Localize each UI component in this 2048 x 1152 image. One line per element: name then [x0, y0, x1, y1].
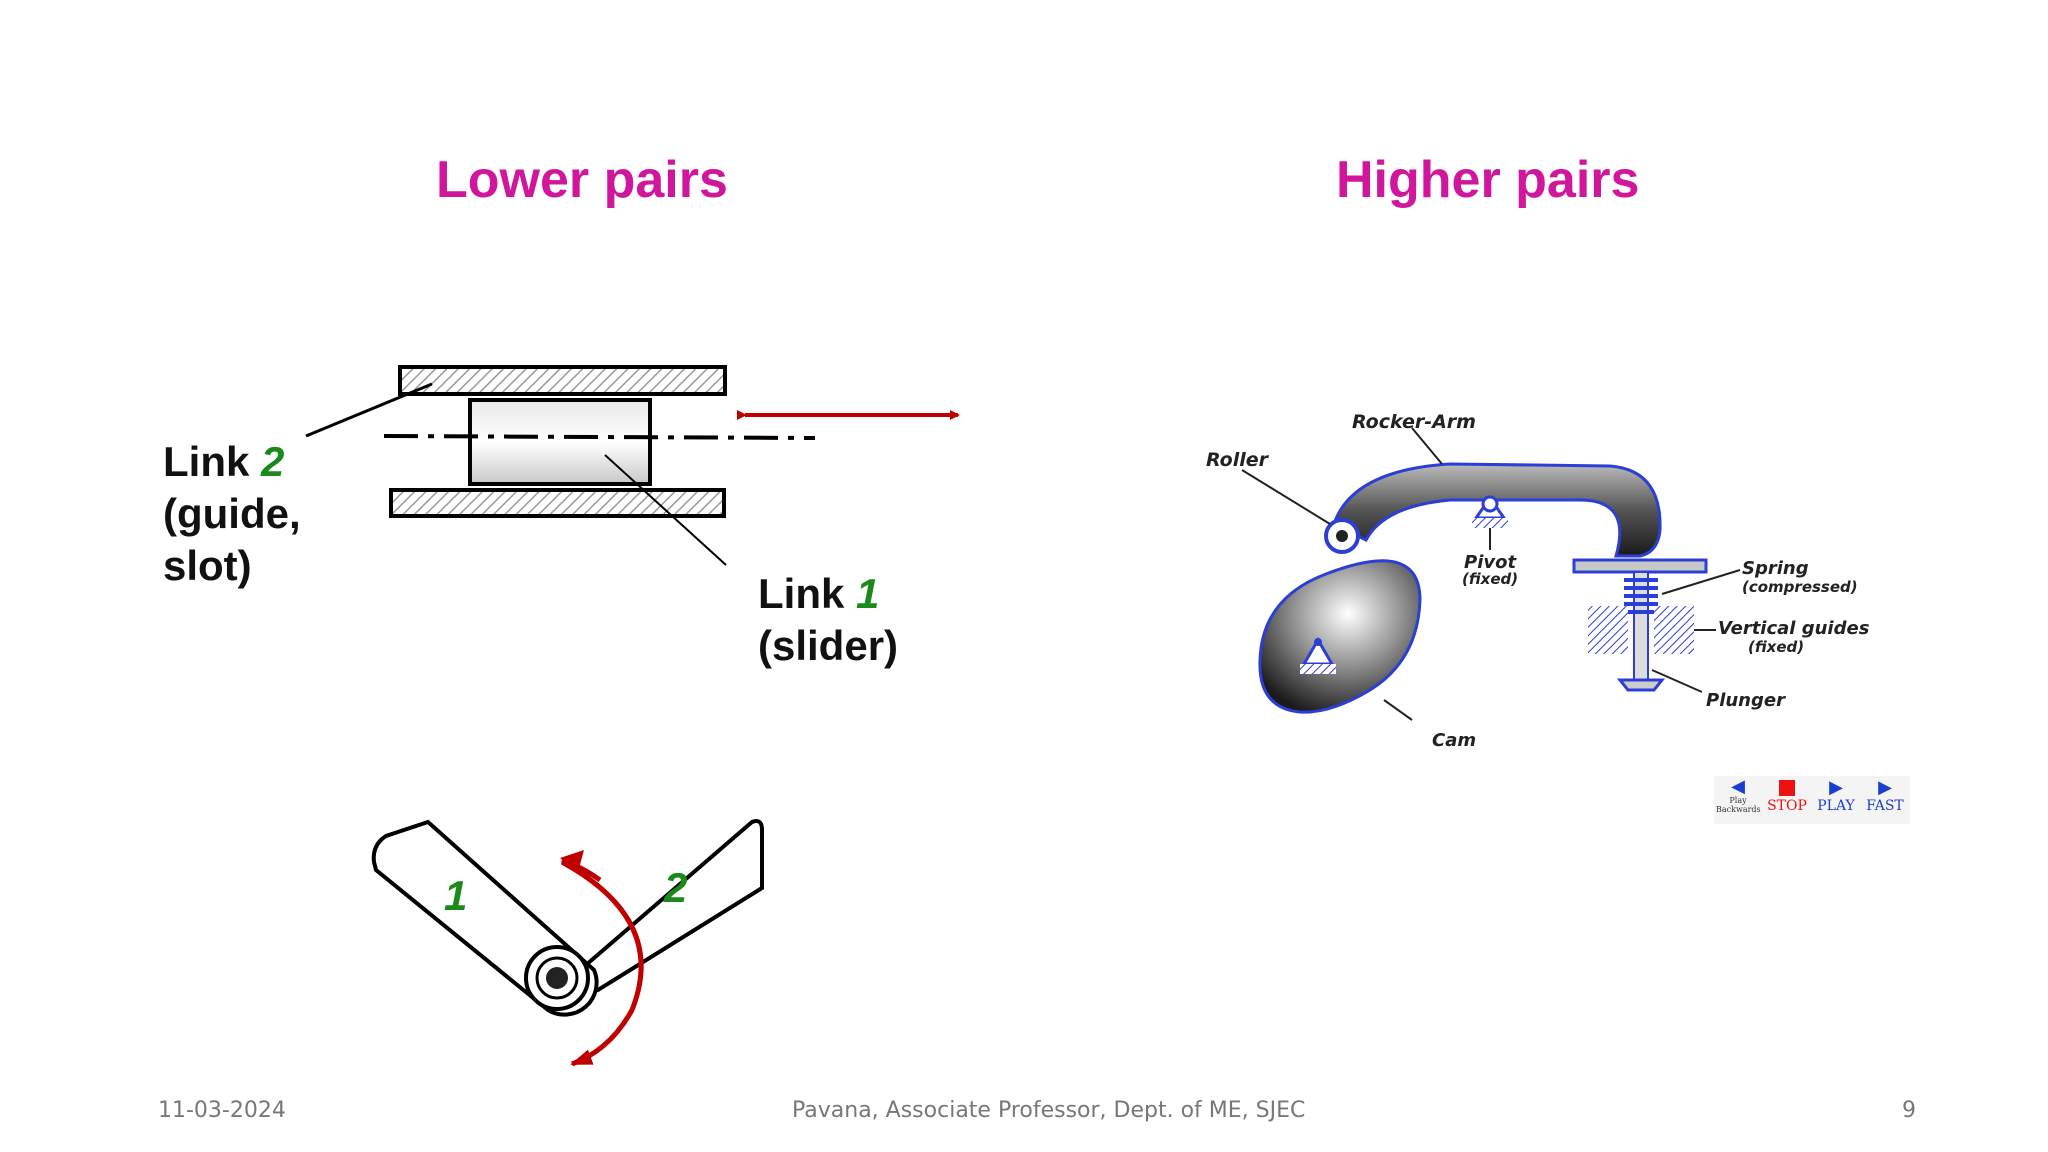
stop-button[interactable]: STOP	[1764, 778, 1810, 814]
link-2-word: Link	[163, 438, 250, 485]
lower-pairs-title: Lower pairs	[436, 151, 728, 209]
label-pivot: Pivot	[1464, 552, 1517, 573]
link-1-label: Link 1 (slider)	[758, 568, 898, 672]
fast-icon: ▶	[1878, 777, 1892, 798]
play-backwards-label-1: Play	[1729, 796, 1747, 805]
play-backwards-label-2: Backwards	[1716, 805, 1761, 814]
link-1-desc: (slider)	[758, 622, 899, 669]
label-roller: Roller	[1206, 449, 1270, 471]
link-1-word: Link	[758, 570, 845, 617]
label-rocker-arm: Rocker-Arm	[1352, 411, 1476, 433]
link-2-desc-2: slot)	[163, 542, 252, 589]
label-guides-fixed: (fixed)	[1748, 638, 1804, 656]
slider-block	[468, 398, 652, 486]
guide-right	[1654, 606, 1694, 654]
guide-top	[398, 365, 727, 396]
revolute-label-1: 1	[444, 872, 467, 919]
stop-label: STOP	[1767, 798, 1807, 814]
cam-follower-diagram: Rocker-Arm Roller Pivot (fixed) Spring (…	[1206, 411, 1870, 751]
plunger-foot	[1616, 678, 1666, 692]
prismatic-pair-diagram	[305, 365, 960, 566]
guide-bottom	[389, 488, 726, 518]
play-button[interactable]: ▶ PLAY	[1814, 777, 1858, 815]
plunger-top	[1572, 558, 1708, 574]
footer-date: 11-03-2024	[158, 1098, 286, 1123]
play-backwards-button[interactable]: ◀ Play Backwards	[1716, 776, 1761, 815]
guide-left	[1588, 606, 1628, 654]
footer-author: Pavana, Associate Professor, Dept. of ME…	[792, 1098, 1306, 1123]
spring	[1624, 578, 1658, 614]
pin-joint-center	[546, 967, 568, 989]
center-line	[383, 434, 816, 440]
revolute-pair-diagram: 1 2	[371, 819, 764, 1067]
label-spring: Spring	[1742, 558, 1809, 579]
rotation-arrowhead-top	[560, 850, 584, 872]
label-vertical-guides: Vertical guides	[1718, 618, 1870, 639]
higher-pairs-title: Higher pairs	[1336, 151, 1640, 209]
label-cam: Cam	[1432, 730, 1476, 751]
rotation-arrow	[560, 859, 644, 1067]
link1-leader	[604, 454, 727, 566]
footer-page-number: 9	[1902, 1098, 1916, 1123]
fast-button[interactable]: ▶ FAST	[1862, 777, 1908, 815]
cam-shape	[1258, 559, 1422, 714]
label-spring-state: (compressed)	[1742, 578, 1858, 596]
stop-icon	[1779, 780, 1795, 796]
play-label: PLAY	[1817, 798, 1855, 814]
label-pivot-fixed: (fixed)	[1462, 570, 1518, 588]
play-icon: ▶	[1829, 777, 1843, 798]
link-2-label: Link 2 (guide, slot)	[163, 436, 301, 592]
link-2-desc-1: (guide,	[163, 490, 301, 537]
play-backwards-icon: ◀	[1731, 776, 1745, 797]
fast-label: FAST	[1866, 798, 1904, 814]
rocker-arm	[1332, 462, 1662, 558]
link2-leader	[305, 382, 433, 438]
link-2-number: 2	[261, 438, 285, 485]
link-1-number: 1	[856, 570, 880, 617]
animation-controls	[1714, 776, 1910, 824]
pivot-ground	[1472, 518, 1508, 528]
label-plunger: Plunger	[1706, 690, 1786, 711]
revolute-label-2: 2	[663, 864, 687, 911]
link-2-bar	[568, 819, 764, 993]
